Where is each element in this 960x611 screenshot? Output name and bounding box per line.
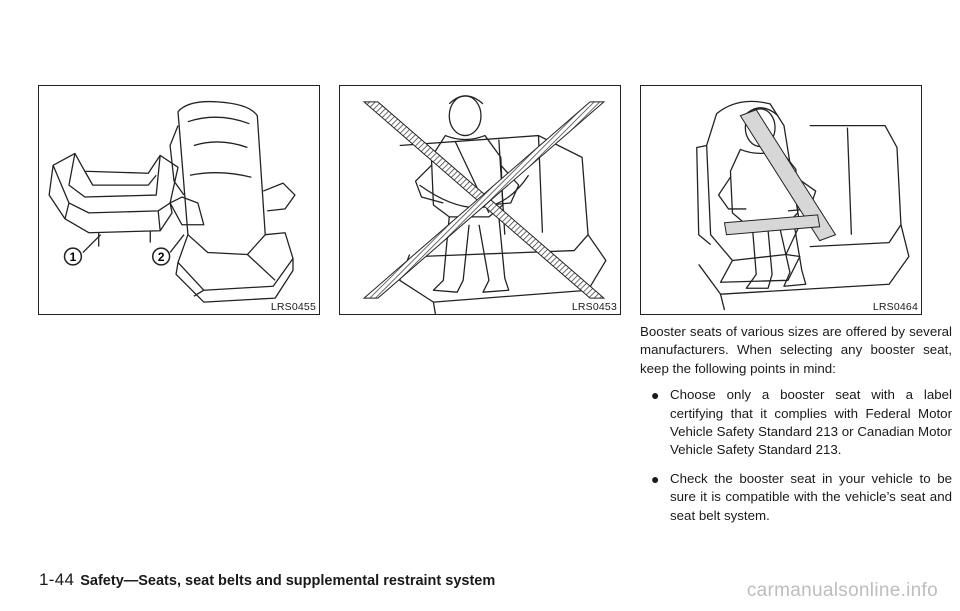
page-footer: 1-44 Safety—Seats, seat belts and supplem… — [39, 570, 495, 590]
section-title: Safety—Seats, seat belts and supplementa… — [80, 573, 496, 589]
svg-text:1: 1 — [70, 250, 77, 264]
list-item: ● Choose only a booster seat with a labe… — [640, 386, 952, 460]
figure-code: LRS0453 — [571, 301, 617, 313]
bullet-icon: ● — [651, 387, 660, 404]
page-number: 1-44 — [39, 570, 75, 589]
incorrect-belt-use-illustration — [362, 95, 607, 314]
watermark: carmanualsonline.info — [746, 580, 938, 601]
figure-code: LRS0464 — [872, 301, 918, 313]
guidance-list: ● Choose only a booster seat with a labe… — [640, 386, 952, 525]
list-item-text: Choose only a booster seat with a label … — [670, 387, 952, 458]
figure-code: LRS0455 — [270, 301, 316, 313]
callout-2: 2 — [151, 247, 171, 266]
svg-text:2: 2 — [158, 250, 165, 264]
booster-seat-guidance: Booster seats of various sizes are offer… — [640, 323, 952, 535]
booster-seats-illustration: 1 2 — [48, 100, 296, 303]
callout-1: 1 — [63, 247, 83, 266]
list-item: ● Check the booster seat in your vehicle… — [640, 470, 952, 525]
figure-booster-seats: 1 2 LRS0455 — [38, 85, 320, 315]
list-item-text: Check the booster seat in your vehicle t… — [670, 470, 952, 523]
correct-belt-use-illustration — [696, 100, 910, 311]
prohibition-cross — [362, 101, 606, 299]
intro-paragraph: Booster seats of various sizes are offer… — [640, 324, 952, 376]
figure-correct-belt-use: LRS0464 — [640, 85, 922, 315]
figure-incorrect-belt-use: LRS0453 — [339, 85, 621, 315]
bullet-icon: ● — [651, 470, 660, 487]
seat-belt — [723, 109, 837, 242]
